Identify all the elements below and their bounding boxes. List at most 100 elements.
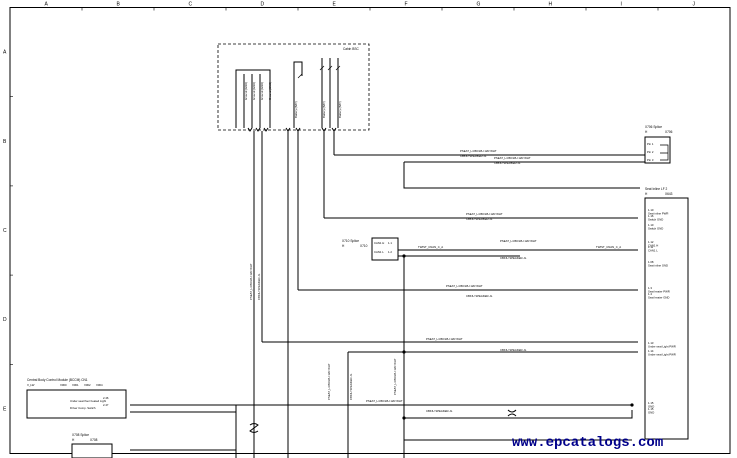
seat-pin-num: 1.4 xyxy=(648,292,652,296)
x710-label: CAN1 H xyxy=(374,241,384,245)
seat-inline-title: Seat Inline LF 2 xyxy=(645,187,668,191)
watermark-text: www.epcatalogs.com xyxy=(512,435,663,451)
x710-label: CAN1 L xyxy=(374,250,384,254)
wire-label: CBKIU SPEAKER-JL xyxy=(494,161,521,165)
wire-label: CBKIU SPEAKER-JL xyxy=(466,217,493,221)
seat-pin-num: 1.10 xyxy=(648,208,654,212)
wires xyxy=(130,131,645,458)
wire-label: CBKIU SPEAKER-JL xyxy=(460,154,487,158)
seat-pin-label: Seat heater GND xyxy=(648,296,669,300)
wire-label-vertical: PSEAT_L4 BK/WH 12R WHT xyxy=(393,358,397,395)
x708-title: X708 Splice xyxy=(72,433,89,437)
seat-pin-num: 1.3 xyxy=(648,286,652,290)
column-letter: C xyxy=(189,2,193,8)
wire-label: PSEAT_L4 BK/WH 12R WHT xyxy=(460,149,497,153)
cabin-pin-label: Battery (BAT) xyxy=(322,101,326,118)
x710-splice: X710 Splice H X710 1.1 CAN1 H 1.2 CAN1 L… xyxy=(342,237,621,261)
wire-label: PSEAT_L4 BK/WH 12R WHT xyxy=(494,156,531,160)
cbcm-code: X060 xyxy=(60,383,67,387)
column-letter: D xyxy=(261,2,265,8)
column-letter: H xyxy=(549,2,553,8)
x710-pin: 1.1 xyxy=(388,241,392,245)
x708-splice: X708 Splice H X708 xyxy=(71,433,113,458)
wire-label: PSEAT_L4 BK/WH 12R WHT xyxy=(366,399,403,403)
seat-inline-code: X643 xyxy=(665,192,673,196)
wire-label-vertical: PSEAT_L4 BK/WH 12R WHT xyxy=(249,263,253,300)
seat-pin-label: CAN1 L xyxy=(648,249,658,253)
x710-code: X710 xyxy=(360,244,368,248)
seat-pin-num: 1.11 xyxy=(648,245,654,249)
x706-pin: Pin 2 xyxy=(647,150,654,154)
seat-pin-label: Seat inline GND xyxy=(648,264,668,268)
wire-label: PSEAT_L4 BK/WH 12R WHT xyxy=(426,337,463,341)
wire-label-vertical: CBKIU SPEAKER-JL xyxy=(349,373,353,400)
cabin-pin-label: Ground (GND) xyxy=(252,82,256,100)
wire-label-vertical: PSEAT_L4 BK/WH 12R WHT xyxy=(327,363,331,400)
seat-pin-label: GND xyxy=(648,411,654,415)
seat-pin-num: 1.12 xyxy=(648,240,654,244)
seat-pin-num: 1.15 xyxy=(648,401,654,405)
column-letter: B xyxy=(117,2,121,8)
seat-inline-h: H xyxy=(645,192,648,196)
row-letter: E xyxy=(3,406,7,412)
seat-pin-num: 1.08 xyxy=(648,260,654,264)
seat-pin-label: Switch GND xyxy=(648,227,663,231)
seat-pin-label: GND xyxy=(648,405,654,409)
x706-pin: Pin 1 xyxy=(647,142,654,146)
seat-pin-label: Seat inline PWR xyxy=(648,212,668,216)
row-letter: D xyxy=(3,317,7,323)
column-letter: A xyxy=(45,2,49,8)
column-letter: E xyxy=(333,2,337,8)
x706-h: H xyxy=(645,130,648,134)
drawing-frame xyxy=(9,7,731,454)
x708-h: H xyxy=(72,438,75,442)
cbcm-pin-label: Under seat floor heated Light xyxy=(70,399,106,403)
x710-title: X710 Splice xyxy=(342,239,359,243)
row-letter: B xyxy=(3,139,7,145)
seat-pin-label: Under seat Light PWR xyxy=(648,345,676,349)
row-letter: C xyxy=(3,228,7,234)
column-letter: F xyxy=(405,2,408,8)
wire-label: CBKIU SPEAKER-JL xyxy=(500,348,527,352)
seat-pin-label: Under seat Light PWR xyxy=(648,353,676,357)
x708-code: X708 xyxy=(90,438,98,442)
seat-pin-num: 1.10 xyxy=(648,223,654,227)
wire-label: CBKIU SPEAKER-JL xyxy=(426,409,453,413)
x706-pin: Pin 3 xyxy=(647,158,654,162)
cabin-pin-label: Battery (BAT) xyxy=(338,101,342,118)
twist-label: TWIST_CNAN_C_A xyxy=(418,245,443,249)
cbcm-code: X061 xyxy=(72,383,79,387)
cabin-pin-label: Battery (BAT) xyxy=(294,101,298,118)
wire-label: PSEAT_L4 BK/WH 12R WHT xyxy=(466,212,503,216)
x706-title: X706 Splice xyxy=(645,125,662,129)
seat-pin-label: Seat heater PWR xyxy=(648,290,670,294)
twist-symbols xyxy=(249,409,517,433)
cbcm-pin-num: 2.47 xyxy=(103,403,109,407)
seat-pin-label: Switch GND xyxy=(648,218,663,222)
junctions xyxy=(402,254,634,420)
wire-label: CBKIU SPEAKER-JL xyxy=(500,256,527,260)
column-letter: J xyxy=(693,2,696,8)
wire-label: CBKIU SPEAKER-JL xyxy=(466,294,493,298)
cbcm-pin-label: Driver Comp. Switch xyxy=(70,406,96,410)
wire-label: PSEAT_L4 BK/WH 12R WHT xyxy=(500,239,537,243)
cbcm-code: X062 xyxy=(84,383,91,387)
seat-pin-num: 1.13 xyxy=(648,341,654,345)
cabin-connectors xyxy=(247,127,337,132)
column-letter: I xyxy=(621,2,622,8)
cbcm-pin-num: 2.46 xyxy=(103,396,109,400)
x706-splice-top: X706 Splice H X706 Pin 1 Pin 2 Pin 3 xyxy=(644,125,673,164)
cabin-bsc-box: Cabin BSC Ground (GND) Ground (GND) Grou… xyxy=(217,43,370,131)
x710-h: H xyxy=(342,244,345,248)
seat-pin-num: 1.15 xyxy=(648,407,654,411)
twist-label: TWIST_CNAN_C_A xyxy=(596,245,621,249)
cbcm-title: Central Body Control Module (BCCM) CN1 xyxy=(27,378,88,382)
cbcm-code: X064 xyxy=(96,383,103,387)
cbcm-code: X_LW xyxy=(27,383,35,387)
